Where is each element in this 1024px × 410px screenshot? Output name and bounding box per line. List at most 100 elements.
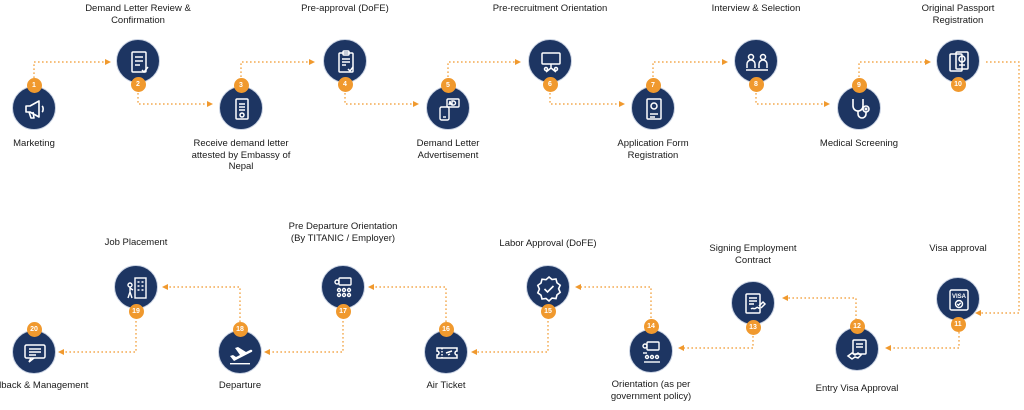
step-label: Entry Visa Approval: [815, 383, 899, 394]
arrowhead: [619, 101, 625, 107]
connector-17-18: [269, 313, 344, 353]
connector-4-5: [344, 85, 414, 105]
connector-5-6: [447, 61, 516, 85]
step-circle: [424, 330, 468, 374]
step-number: 17: [335, 304, 351, 319]
step-label: Demand Letter Review & Confirmation: [85, 3, 191, 26]
step-label: Pre Departure Orientation (By TITANIC / …: [288, 221, 398, 244]
connector-14-15: [580, 286, 652, 326]
arrowhead: [58, 349, 64, 355]
step-label: Marketing: [13, 138, 55, 149]
arrowhead: [162, 284, 168, 290]
connector-3-4: [240, 61, 310, 85]
megaphone-icon: [25, 100, 44, 119]
connector-15-16: [476, 313, 549, 353]
step-circle: [321, 265, 365, 309]
passport-icon: [949, 51, 969, 72]
step-label: Feedback & Management: [0, 380, 89, 391]
step-number: 6: [542, 77, 558, 92]
arrowhead: [824, 101, 830, 107]
step-number: 9: [851, 78, 867, 93]
connector-10-11: [980, 61, 1020, 314]
arrowhead: [207, 101, 213, 107]
step-number: 5: [440, 78, 456, 93]
arrowhead: [515, 59, 521, 65]
presentation-icon: [541, 52, 561, 73]
step-label: Demand Letter Advertisement: [416, 138, 480, 161]
arrowhead: [413, 101, 419, 107]
step-label: Labor Approval (DoFE): [499, 238, 597, 249]
interview-icon: [746, 53, 768, 71]
step-label: Receive demand letter attested by Embass…: [191, 138, 291, 172]
step-circle: [526, 265, 570, 309]
step-number: 7: [645, 78, 661, 93]
step-circle: [12, 330, 56, 374]
arrowhead: [925, 59, 931, 65]
handshake-document-icon: [846, 339, 867, 360]
step-label: Pre-recruitment Orientation: [492, 3, 608, 14]
step-label: Job Placement: [104, 237, 168, 248]
step-number: 18: [232, 322, 248, 337]
connector-19-20: [63, 313, 137, 353]
connector-12-13: [787, 297, 857, 328]
stethoscope-icon: [852, 99, 870, 119]
arrowhead: [975, 310, 981, 316]
step-circle: [731, 281, 775, 325]
step-circle: [629, 329, 673, 373]
arrowhead: [105, 59, 111, 65]
arrowhead: [309, 59, 315, 65]
step-number: 3: [233, 78, 249, 93]
step-circle: [426, 86, 470, 130]
clipboard-check-icon: [338, 50, 354, 73]
step-number: 20: [26, 322, 42, 337]
step-label: Pre-approval (DoFE): [301, 3, 389, 14]
step-number: 2: [130, 77, 146, 92]
connector-11-12: [890, 328, 960, 349]
arrowhead: [575, 284, 581, 290]
step-circle: [528, 39, 572, 83]
classroom-icon: [334, 277, 352, 298]
approval-badge-icon: [536, 275, 562, 302]
airplane-icon: [230, 347, 253, 365]
connector-13-14: [683, 328, 754, 349]
visa-icon: VISA: [949, 289, 969, 311]
attested-letter-icon: [235, 98, 249, 120]
step-label: Signing Employment Contract: [709, 243, 797, 266]
building-worker-icon: [127, 277, 147, 299]
step-circle: [837, 86, 881, 130]
step-label: Visa approval: [929, 243, 987, 254]
connector-8-9: [755, 85, 825, 105]
step-number: 8: [748, 77, 764, 92]
application-form-icon: [646, 98, 662, 120]
step-number: 4: [337, 77, 353, 92]
ticket-icon: [436, 347, 458, 359]
step-number: 1: [26, 78, 42, 93]
step-circle: [114, 265, 158, 309]
step-label: Departure: [218, 380, 262, 391]
step-label: Medical Screening: [819, 138, 899, 149]
step-number: 13: [745, 320, 761, 335]
step-label: Original Passport Registration: [921, 3, 995, 26]
advertisement-icon: [439, 98, 460, 121]
svg-text:VISA: VISA: [952, 294, 967, 300]
arrowhead: [678, 345, 684, 351]
step-number: 14: [643, 319, 659, 334]
step-number: 10: [950, 77, 966, 92]
step-number: 12: [849, 319, 865, 334]
step-circle: VISA: [936, 277, 980, 321]
feedback-icon: [24, 344, 46, 363]
contract-signing-icon: [745, 293, 767, 314]
arrowhead: [885, 345, 891, 351]
step-label: Air Ticket: [426, 380, 466, 391]
step-label: Application Form Registration: [617, 138, 689, 161]
document-review-icon: [131, 51, 149, 74]
arrowhead: [471, 349, 477, 355]
step-circle: [12, 86, 56, 130]
arrowhead: [782, 295, 788, 301]
step-number: 15: [540, 304, 556, 319]
step-number: 19: [128, 304, 144, 319]
arrowhead: [722, 59, 728, 65]
step-number: 16: [438, 322, 454, 337]
